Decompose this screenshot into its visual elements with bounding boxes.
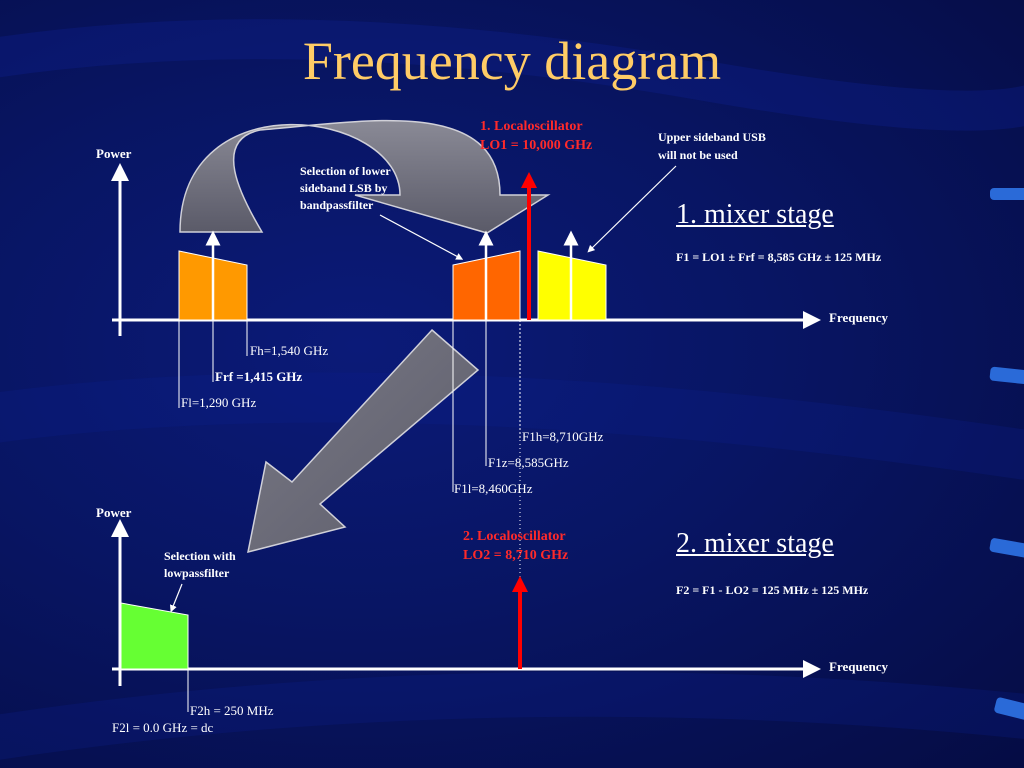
lsb-note-line2: sideband LSB by [300,181,388,195]
side-tab-icon [994,697,1024,721]
bg-swoosh [0,671,1024,760]
stage2-heading: 2. mixer stage [676,528,834,559]
fl-label: Fl=1,290 GHz [181,395,257,410]
usb-note-pointer [587,165,677,253]
bg-swoosh [0,372,1024,480]
lo2-label-line1: 2. Localoscillator [463,529,566,544]
side-tab-icon [990,188,1024,200]
bg-swoosh [0,19,1024,131]
lpf-note-line1: Selection with [164,549,236,563]
lo1-label-line1: 1. Localoscillator [480,119,583,134]
power-axis-label-1: Power [96,146,132,161]
f1h-label: F1h=8,710GHz [522,429,604,444]
lsb-note-pointer [379,214,464,260]
lo1-label-line2: LO1 = 10,000 GHz [480,138,593,153]
frf-label: Frf =1,415 GHz [215,369,303,384]
page-title: Frequency diagram [302,31,722,91]
diagonal-arrow-icon [247,328,480,554]
usb-note-line1: Upper sideband USB [658,130,766,144]
lsb-note-line1: Selection of lower [300,164,391,178]
side-tab-icon [989,366,1024,385]
if-band [120,602,189,670]
f1l-label: F1l=8,460GHz [454,481,533,496]
lpf-note-pointer [169,583,183,613]
curved-arrow-icon [179,119,551,234]
stage2-formula: F2 = F1 - LO2 = 125 MHz ± 125 MHz [676,583,869,597]
frequency-axis-label-1: Frequency [829,310,888,325]
f1z-label: F1z=8,585GHz [488,455,569,470]
f2l-label: F2l = 0.0 GHz = dc [112,720,214,735]
lpf-note-line2: lowpassfilter [164,566,230,580]
lo2-label-line2: LO2 = 8,710 GHz [463,548,569,563]
side-tab-icon [989,538,1024,558]
frequency-axis-label-2: Frequency [829,659,888,674]
fh-label: Fh=1,540 GHz [250,343,329,358]
stage1-formula: F1 = LO1 ± Frf = 8,585 GHz ± 125 MHz [676,250,882,264]
f2h-label: F2h = 250 MHz [190,703,274,718]
stage1-heading: 1. mixer stage [676,199,834,230]
usb-note-line2: will not be used [658,148,738,162]
lsb-note-line3: bandpassfilter [300,198,374,212]
power-axis-label-2: Power [96,505,132,520]
